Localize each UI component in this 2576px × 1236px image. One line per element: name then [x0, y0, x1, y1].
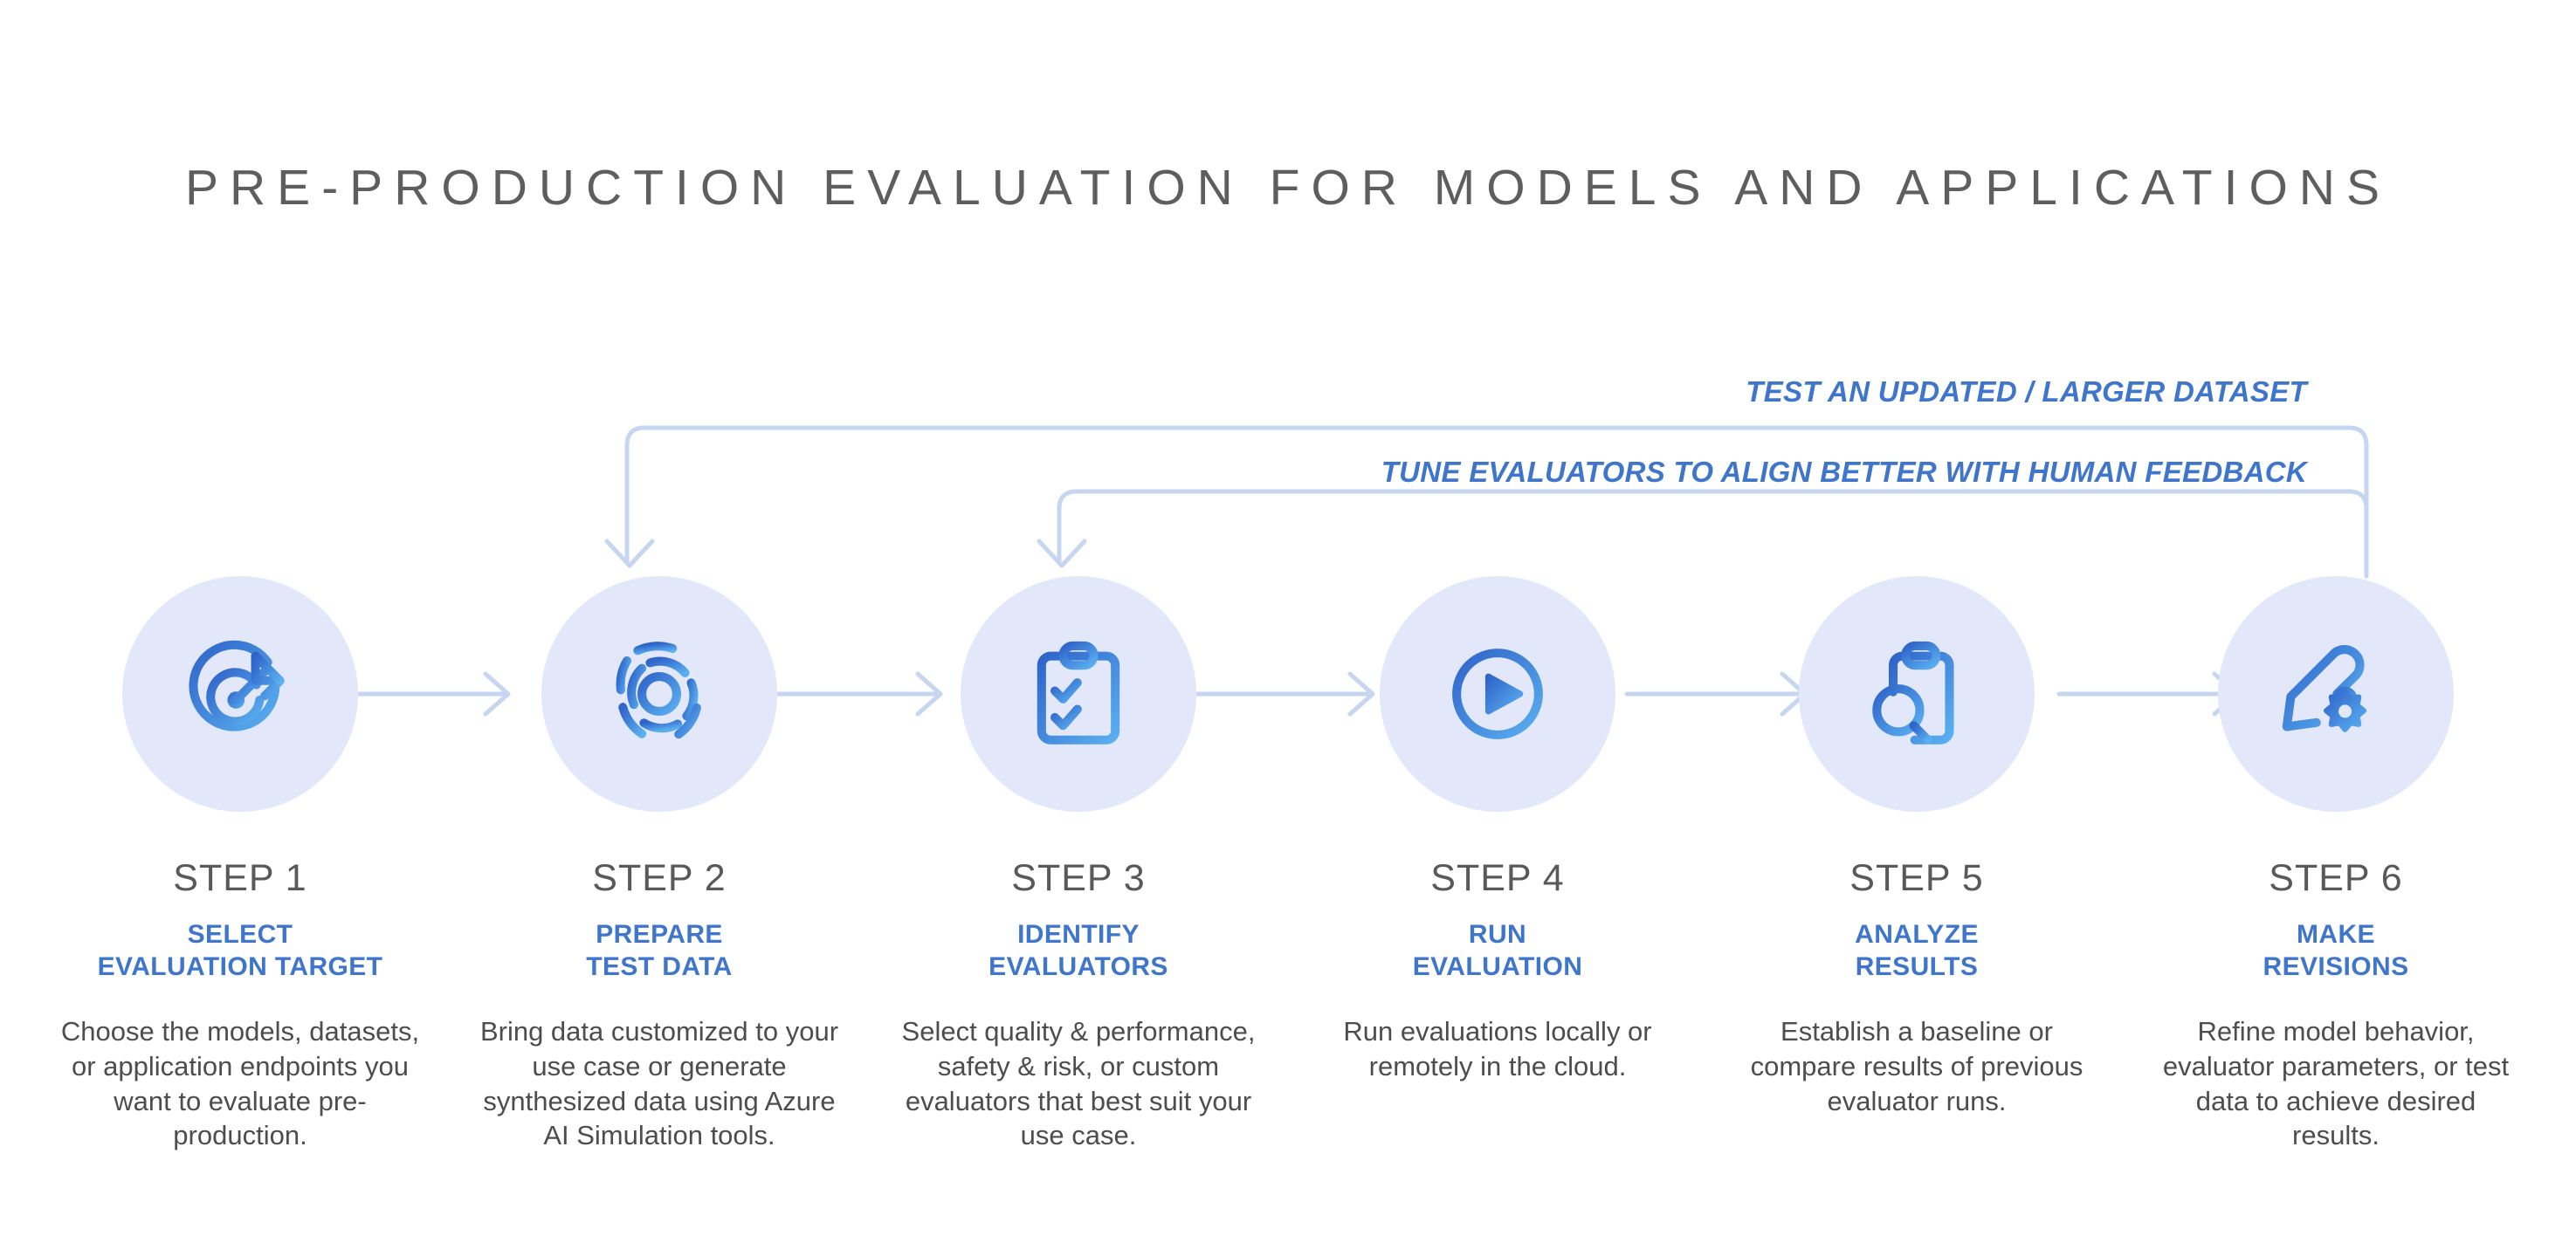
- page-title: PRE-PRODUCTION EVALUATION FOR MODELS AND…: [185, 160, 2391, 216]
- step-3-heading-line-2: EVALUATORS: [988, 951, 1168, 981]
- step-3-number: STEP 3: [1011, 857, 1146, 899]
- step-4-heading-line-2: EVALUATION: [1412, 951, 1583, 981]
- step-6-heading-line-2: REVISIONS: [2263, 951, 2409, 981]
- pencil-gear-icon: [2270, 628, 2401, 759]
- target-arrow-icon: [175, 628, 306, 759]
- step-1-heading-line-1: SELECT: [187, 920, 293, 949]
- step-1-number: STEP 1: [173, 857, 307, 899]
- step-5-heading: ANALYZE RESULTS: [1855, 919, 1979, 983]
- step-item-3[interactable]: STEP 3 IDENTIFY EVALUATORS Select qualit…: [891, 576, 1266, 1153]
- step-4-heading-line-1: RUN: [1468, 920, 1527, 949]
- play-circle-icon: [1432, 628, 1563, 759]
- step-2-icon-circle[interactable]: [541, 576, 777, 812]
- step-6-icon-circle[interactable]: [2218, 576, 2454, 812]
- step-item-6[interactable]: STEP 6 MAKE REVISIONS Refine model behav…: [2148, 576, 2524, 1153]
- step-item-4[interactable]: STEP 4 RUN EVALUATION Run evaluations lo…: [1310, 576, 1685, 1153]
- step-2-number: STEP 2: [592, 857, 727, 899]
- step-3-heading: IDENTIFY EVALUATORS: [988, 919, 1168, 983]
- outer-feedback-loop-path: [604, 425, 2369, 579]
- step-4-description: Run evaluations locally or remotely in t…: [1343, 1016, 1652, 1082]
- step-6-heading-line-1: MAKE: [2297, 920, 2375, 949]
- step-2-heading-line-2: TEST DATA: [586, 951, 733, 981]
- concentric-rings-data-icon: [594, 628, 725, 759]
- step-3-heading-line-1: IDENTIFY: [1017, 920, 1140, 949]
- clipboard-search-icon: [1851, 628, 1982, 759]
- step-4-heading: RUN EVALUATION: [1413, 919, 1583, 983]
- step-1-heading-line-2: EVALUATION TARGET: [97, 951, 383, 981]
- steps-row: STEP 1 SELECT EVALUATION TARGET Choose t…: [0, 576, 2576, 1153]
- step-2-heading: PREPARE TEST DATA: [586, 919, 732, 983]
- clipboard-checklist-icon: [1013, 628, 1144, 759]
- step-2-heading-line-1: PREPARE: [596, 920, 723, 949]
- step-4-number: STEP 4: [1430, 857, 1565, 899]
- step-4-icon-circle[interactable]: [1380, 576, 1615, 812]
- step-item-2[interactable]: STEP 2 PREPARE TEST DATA Bring data cust…: [472, 576, 847, 1153]
- step-3-description: Select quality & performance, safety & r…: [901, 1016, 1256, 1151]
- step-5-description: Establish a baseline or compare results …: [1750, 1016, 2084, 1116]
- feedback-loop-label-inner: TUNE EVALUATORS TO ALIGN BETTER WITH HUM…: [1381, 456, 2307, 488]
- step-6-number: STEP 6: [2269, 857, 2403, 899]
- step-1-description: Choose the models, datasets, or applicat…: [60, 1016, 420, 1151]
- step-5-heading-line-1: ANALYZE: [1855, 920, 1979, 949]
- step-1-heading: SELECT EVALUATION TARGET: [98, 919, 383, 983]
- step-item-5[interactable]: STEP 5 ANALYZE RESULTS Establish a basel…: [1729, 576, 2104, 1153]
- step-6-description: Refine model behavior, evaluator paramet…: [2162, 1016, 2510, 1151]
- step-2-description: Bring data customized to your use case o…: [479, 1016, 839, 1151]
- inner-feedback-loop-path: [1037, 489, 2369, 579]
- step-item-1[interactable]: STEP 1 SELECT EVALUATION TARGET Choose t…: [52, 576, 428, 1153]
- step-5-heading-line-2: RESULTS: [1855, 951, 1979, 981]
- step-6-heading: MAKE REVISIONS: [2263, 919, 2409, 983]
- step-3-icon-circle[interactable]: [961, 576, 1196, 812]
- step-1-icon-circle[interactable]: [122, 576, 358, 812]
- step-5-number: STEP 5: [1849, 857, 1984, 899]
- feedback-loop-label-outer: TEST AN UPDATED / LARGER DATASET: [1746, 375, 2307, 408]
- step-5-icon-circle[interactable]: [1799, 576, 2035, 812]
